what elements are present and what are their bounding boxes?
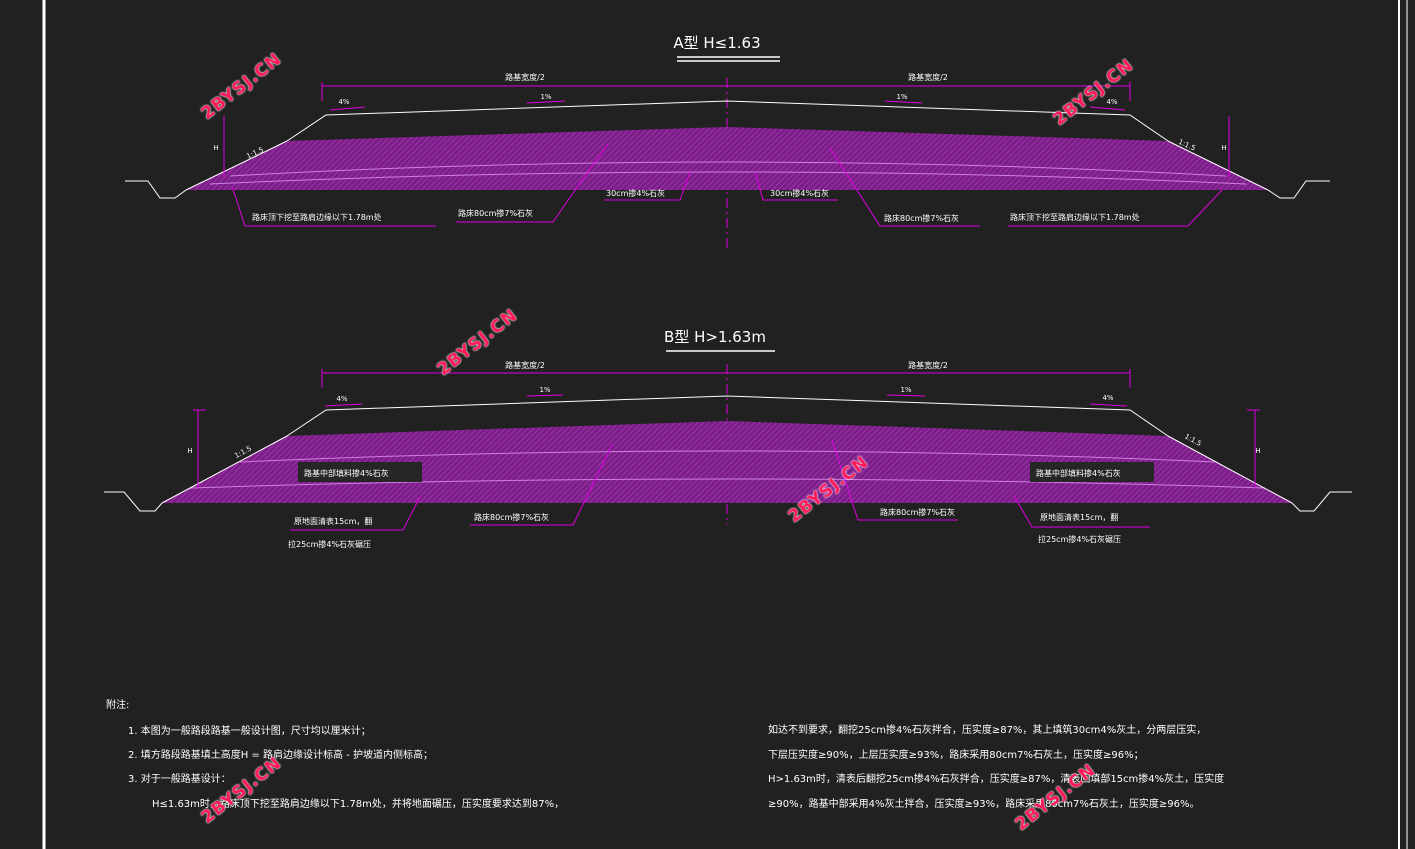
layer-line bbox=[239, 450, 1216, 463]
road-surface bbox=[286, 395, 1169, 437]
label-dig-left: 路床顶下挖至路肩边缘以下1.78m处 bbox=[252, 212, 382, 222]
ditch-left bbox=[125, 180, 187, 199]
label-lime-left: 30cm掺4%石灰 bbox=[606, 188, 665, 198]
slope-arrow bbox=[886, 394, 926, 397]
slope-shoulder-right: 4% bbox=[1106, 98, 1117, 106]
slope-lane-right: 1% bbox=[900, 386, 911, 394]
label-clear-left-2: 拉25cm掺4%石灰碾压 bbox=[288, 539, 371, 549]
slope-lane-right: 1% bbox=[896, 93, 907, 101]
leader-line bbox=[1008, 189, 1223, 227]
fill-label-box-left bbox=[298, 462, 422, 482]
ditch-left bbox=[104, 491, 163, 512]
leader-line bbox=[831, 439, 958, 521]
fill-label-left: 路基中部填料掺4%石灰 bbox=[304, 468, 389, 478]
slope-arrow bbox=[526, 394, 564, 397]
leader-line bbox=[754, 171, 838, 201]
slope-shoulder-left: 4% bbox=[338, 98, 349, 106]
ditch-right bbox=[1291, 491, 1352, 512]
leader-line bbox=[470, 444, 613, 526]
leader-line bbox=[829, 147, 980, 227]
note-left-2: 2. 填方路段路基填土高度H = 路肩边缘设计标高 - 护坡道内侧标高； bbox=[128, 750, 433, 761]
half-width-right-label: 路基宽度/2 bbox=[908, 72, 948, 82]
notes-heading: 附注: bbox=[106, 700, 130, 711]
label-lime-right: 30cm掺4%石灰 bbox=[770, 188, 829, 198]
half-width-left-label: 路基宽度/2 bbox=[505, 72, 545, 82]
height-left-label: H bbox=[213, 144, 218, 152]
road-surface bbox=[286, 100, 1169, 142]
height-right-label: H bbox=[1221, 144, 1226, 152]
leader-line bbox=[1013, 495, 1150, 528]
note-right-1: 如达不到要求，翻挖25cm掺4%石灰拌合，压实度≥87%，其上填筑30cm4%灰… bbox=[768, 725, 1207, 736]
label-clear-right-2: 拉25cm掺4%石灰碾压 bbox=[1038, 534, 1121, 544]
label-clear-left-1: 原地面清表15cm，翻 bbox=[294, 516, 372, 526]
layer-line bbox=[189, 478, 1266, 489]
layer-line bbox=[209, 171, 1247, 185]
note-left-3: 3. 对于一般路基设计： bbox=[128, 774, 231, 785]
label-subgrade-left: 路床80cm掺7%石灰 bbox=[458, 208, 533, 218]
slope-arrow bbox=[526, 100, 566, 104]
fill-label-right: 路基中部填料掺4%石灰 bbox=[1036, 468, 1121, 478]
embankment-fill bbox=[162, 421, 1292, 503]
label-subgrade-right: 路床80cm掺7%石灰 bbox=[884, 213, 959, 223]
slope-arrow bbox=[884, 100, 923, 104]
ditch-right bbox=[1267, 180, 1330, 199]
section-b-title: B型 H>1.63m bbox=[664, 328, 766, 346]
slope-arrow bbox=[1089, 106, 1126, 111]
note-right-4: ≥90%，路基中部采用4%灰土拌合，压实度≥93%，路床采用80cm7%石灰土，… bbox=[768, 799, 1200, 810]
note-right-3: H>1.63m时，清表后翻挖25cm掺4%石灰拌合，压实度≥87%，清表回填部1… bbox=[768, 774, 1225, 785]
side-slope bbox=[1167, 140, 1269, 191]
leader-line bbox=[456, 143, 609, 223]
section-a: A型 H≤1.63 路基宽度/2 路基宽度/2 4% 1% 1% 4% bbox=[125, 34, 1330, 248]
side-slope bbox=[185, 140, 288, 191]
note-left-4: H≤1.63m时，路床顶下挖至路肩边缘以下1.78m处，并将地面碾压，压实度要求… bbox=[152, 799, 565, 810]
slope-shoulder-right: 4% bbox=[1102, 394, 1113, 402]
slope-arrow bbox=[1089, 403, 1128, 407]
label-subgrade-left: 路床80cm掺7%石灰 bbox=[474, 512, 549, 522]
leader-line bbox=[231, 185, 436, 227]
section-b: B型 H>1.63m 路基宽度/2 路基宽度/2 4% 1% 1% 4% 1:1… bbox=[104, 328, 1352, 549]
height-left-label: H bbox=[187, 447, 192, 455]
slope-lane-left: 1% bbox=[539, 386, 550, 394]
leader-line bbox=[290, 496, 421, 531]
slope-arrow bbox=[324, 403, 363, 407]
note-left-1: 1. 本图为一般路段路基一般设计图，尺寸均以厘米计； bbox=[128, 726, 371, 737]
section-a-title: A型 H≤1.63 bbox=[673, 34, 760, 52]
embankment-fill bbox=[186, 127, 1268, 190]
layer-line bbox=[229, 161, 1227, 177]
half-width-left-label: 路基宽度/2 bbox=[505, 360, 545, 370]
label-subgrade-right: 路床80cm掺7%石灰 bbox=[880, 507, 955, 517]
leader-line bbox=[604, 171, 691, 201]
label-clear-right-1: 原地面清表15cm，翻 bbox=[1040, 512, 1118, 522]
height-right-label: H bbox=[1255, 447, 1260, 455]
slope-shoulder-left: 4% bbox=[336, 395, 347, 403]
slope-lane-left: 1% bbox=[540, 93, 551, 101]
side-slope bbox=[1167, 435, 1293, 504]
side-slope bbox=[161, 435, 288, 504]
half-width-right-label: 路基宽度/2 bbox=[908, 360, 948, 370]
slope-arrow bbox=[329, 106, 366, 111]
fill-label-box-right bbox=[1030, 462, 1154, 482]
label-dig-right: 路床顶下挖至路肩边缘以下1.78m处 bbox=[1010, 212, 1140, 222]
note-right-2: 下层压实度≥90%，上层压实度≥93%，路床采用80cm7%石灰土，压实度≥96… bbox=[768, 750, 1144, 761]
